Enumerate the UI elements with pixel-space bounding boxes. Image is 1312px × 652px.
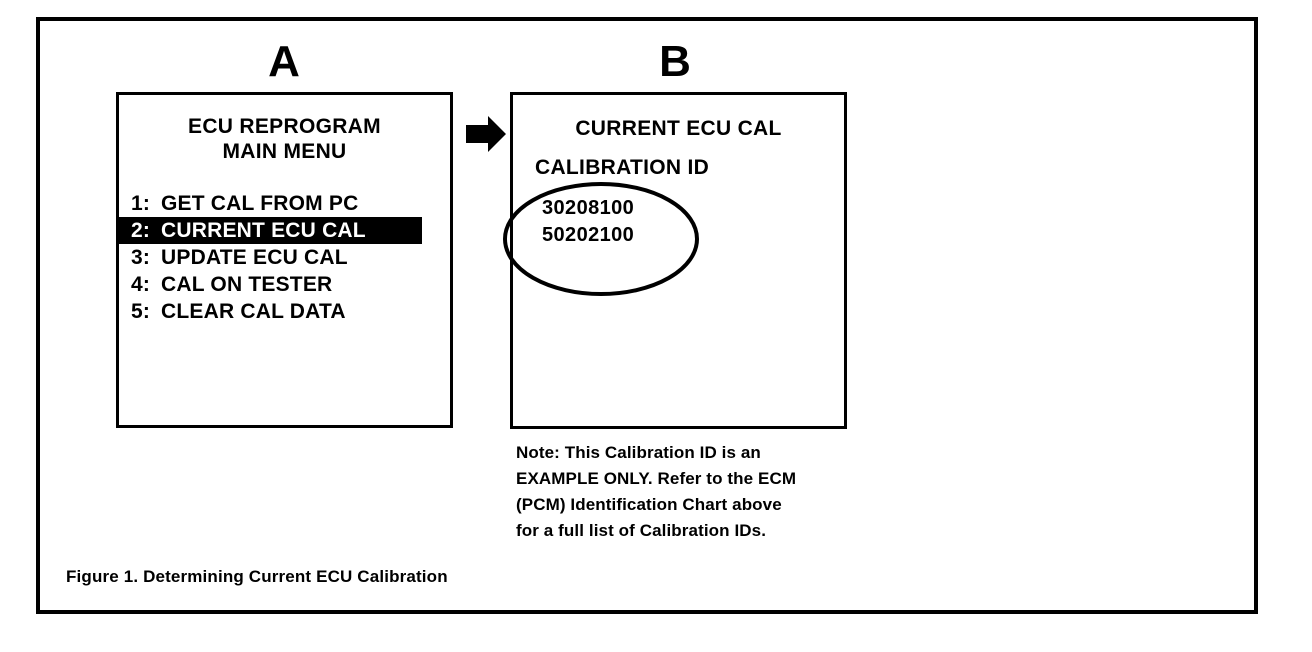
note-line: Note: This Calibration ID is an — [516, 443, 761, 462]
menu-item-index: 4: — [131, 273, 151, 296]
menu-title-line-2: MAIN MENU — [222, 140, 347, 163]
note-line: (PCM) Identification Chart above — [516, 495, 782, 514]
menu-item-index: 5: — [131, 300, 151, 323]
menu-item-cal-on-tester[interactable]: 4: CAL ON TESTER — [119, 271, 450, 298]
main-menu-list: 1: GET CAL FROM PC 2: CURRENT ECU CAL 3: UP… — [119, 190, 450, 325]
calibration-id-value: 30208100 — [542, 197, 635, 219]
menu-item-label: GET CAL FROM PC — [161, 192, 359, 215]
menu-item-update-ecu-cal[interactable]: 3: UPDATE ECU CAL — [119, 244, 450, 271]
calibration-id-value: 50202100 — [542, 224, 635, 246]
menu-item-current-ecu-cal[interactable]: 2: CURRENT ECU CAL — [119, 217, 422, 244]
note-line: for a full list of Calibration IDs. — [516, 521, 767, 540]
panel-label-b: B — [659, 37, 691, 86]
menu-title: ECU REPROGRAM MAIN MENU — [119, 114, 450, 164]
tester-screen-panel-a: ECU REPROGRAM MAIN MENU 1: GET CAL FROM P… — [116, 92, 453, 428]
example-only-note: Note: This Calibration ID is an EXAMPLE … — [516, 440, 936, 544]
calibration-id-list: 30208100 50202100 — [513, 195, 844, 249]
menu-item-clear-cal-data[interactable]: 5: CLEAR CAL DATA — [119, 298, 450, 325]
figure-caption: Figure 1. Determining Current ECU Calibr… — [66, 567, 448, 586]
cal-screen-subheading: CALIBRATION ID — [535, 156, 710, 179]
menu-item-index: 3: — [131, 246, 151, 269]
arrow-right-icon — [464, 112, 508, 156]
menu-item-index: 2: — [131, 219, 151, 242]
menu-item-label: UPDATE ECU CAL — [161, 246, 348, 269]
menu-item-get-cal-from-pc[interactable]: 1: GET CAL FROM PC — [119, 190, 450, 217]
menu-item-index: 1: — [131, 192, 151, 215]
tester-screen-panel-b: CURRENT ECU CAL CALIBRATION ID 30208100 … — [510, 92, 847, 429]
menu-item-label: CLEAR CAL DATA — [161, 300, 346, 323]
note-line: EXAMPLE ONLY. Refer to the ECM — [516, 469, 797, 488]
panel-label-a: A — [268, 37, 300, 86]
menu-title-line-1: ECU REPROGRAM — [188, 115, 381, 138]
menu-item-label: CURRENT ECU CAL — [161, 219, 366, 242]
cal-screen-heading: CURRENT ECU CAL — [575, 117, 782, 140]
menu-item-label: CAL ON TESTER — [161, 273, 333, 296]
